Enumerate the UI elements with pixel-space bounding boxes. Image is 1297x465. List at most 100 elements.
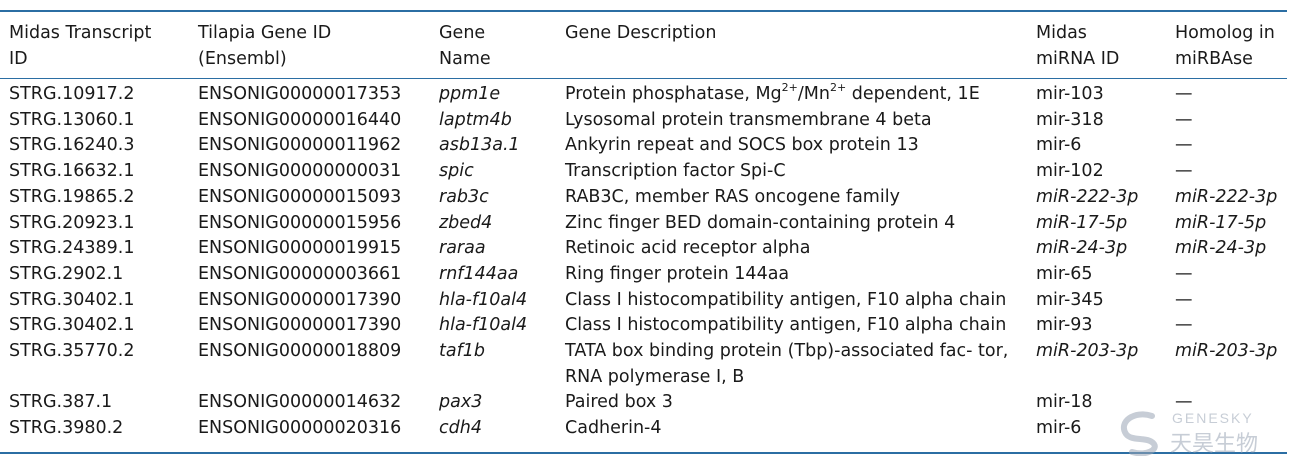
mirna-id-cell: mir-6 <box>1036 135 1082 156</box>
transcript-id-cell: STRG.16632.1 <box>9 161 135 182</box>
gene-id-cell: ENSONIG00000000031 <box>198 161 402 182</box>
mirna-id-cell: mir-18 <box>1036 392 1093 413</box>
gene-id-cell: ENSONIG00000014632 <box>198 392 402 413</box>
gene-name-cell: rnf144aa <box>439 263 519 284</box>
column-header-line: Gene <box>439 23 486 43</box>
column-header-line: miRNA ID <box>1036 49 1120 69</box>
gene-name-cell: pax3 <box>439 392 483 413</box>
table-row: STRG.35770.2 ENSONIG00000018809 taf1b TATA … <box>9 339 1284 390</box>
gene-description-cell: Protein phosphatase, Mg2+/Mn2+ dependent… <box>565 81 980 104</box>
column-header: Homolog in miRBAse <box>1175 16 1284 74</box>
homolog-cell: — <box>1175 315 1193 336</box>
column-header-line: Tilapia Gene ID <box>198 23 332 43</box>
transcript-id-cell: STRG.30402.1 <box>9 289 135 310</box>
transcript-id-cell: STRG.19865.2 <box>9 186 135 207</box>
homolog-cell: — <box>1175 392 1193 413</box>
homolog-cell: miR-222-3p <box>1175 186 1278 207</box>
watermark-latin: GENESKY <box>1172 410 1254 426</box>
homolog-cell: — <box>1175 161 1193 182</box>
transcript-id-cell: STRG.387.1 <box>9 392 113 413</box>
genesky-logo-icon <box>1121 411 1158 457</box>
gene-id-cell: ENSONIG00000020316 <box>198 418 402 439</box>
mirna-id-cell: miR-222-3p <box>1036 186 1139 207</box>
gene-name-cell: ppm1e <box>439 84 501 104</box>
gene-description-cell: Lysosomal protein transmembrane 4 beta <box>565 109 932 130</box>
gene-description-cell: Cadherin-4 <box>565 418 662 439</box>
gene-name-cell: zbed4 <box>439 212 493 233</box>
column-header-line: ID <box>9 49 28 69</box>
column-header-line: Midas Transcript <box>9 23 152 43</box>
homolog-cell: miR-17-5p <box>1175 212 1267 233</box>
gene-name-cell: laptm4b <box>439 109 512 130</box>
column-header-line: (Ensembl) <box>198 49 287 69</box>
gene-name-cell: hla-f10al4 <box>439 315 528 336</box>
mirna-id-cell: mir-65 <box>1036 263 1093 284</box>
transcript-id-cell: STRG.3980.2 <box>9 418 124 439</box>
gene-description-cell: TATA box binding protein (Tbp)-associate… <box>565 341 1009 387</box>
watermark-chinese: 天昊生物 <box>1170 432 1259 457</box>
transcript-id-cell: STRG.35770.2 <box>9 341 135 362</box>
gene-name-cell: rab3c <box>439 186 489 207</box>
table-row: STRG.19865.2 ENSONIG00000015093 rab3c RAB3C… <box>9 185 1284 211</box>
mirna-id-cell: miR-17-5p <box>1036 212 1128 233</box>
column-header-line: Homolog in <box>1175 23 1275 43</box>
gene-description-cell: Retinoic acid receptor alpha <box>565 238 811 259</box>
column-header: Gene Description <box>565 16 1036 74</box>
column-header-line: Name <box>439 49 491 69</box>
homolog-cell: miR-24-3p <box>1175 238 1267 259</box>
gene-id-cell: ENSONIG00000019915 <box>198 238 402 259</box>
transcript-id-cell: STRG.30402.1 <box>9 315 135 336</box>
column-header-line: Midas <box>1036 23 1087 43</box>
table-header-rule <box>0 78 1287 79</box>
gene-description-cell: Ring finger protein 144aa <box>565 263 790 284</box>
gene-id-cell: ENSONIG00000017390 <box>198 289 402 310</box>
gene-description-cell: RAB3C, member RAS oncogene family <box>565 186 900 207</box>
gene-id-cell: ENSONIG00000011962 <box>198 135 402 156</box>
transcript-id-cell: STRG.2902.1 <box>9 263 124 284</box>
table-row: STRG.16632.1 ENSONIG00000000031 spic Transc… <box>9 159 1284 185</box>
column-header: Midas miRNA ID <box>1036 16 1175 74</box>
column-header-line: miRBAse <box>1175 49 1253 69</box>
table-top-rule <box>0 10 1287 12</box>
gene-id-cell: ENSONIG00000017353 <box>198 84 402 104</box>
gene-description-cell: Class I histocompatibility antigen, F10 … <box>565 315 1007 336</box>
gene-id-cell: ENSONIG00000015093 <box>198 186 402 207</box>
table-bottom-rule <box>0 452 1287 454</box>
gene-name-cell: spic <box>439 161 474 182</box>
mirna-id-cell: miR-203-3p <box>1036 341 1139 362</box>
homolog-cell: — <box>1175 289 1193 310</box>
genesky-watermark: GENESKY 天昊生物 <box>1112 408 1287 457</box>
gene-id-cell: ENSONIG00000015956 <box>198 212 402 233</box>
mirna-id-cell: mir-345 <box>1036 289 1104 310</box>
gene-id-cell: ENSONIG00000016440 <box>198 109 402 130</box>
gene-id-cell: ENSONIG00000018809 <box>198 341 402 362</box>
gene-name-cell: taf1b <box>439 341 485 362</box>
gene-name-cell: asb13a.1 <box>439 135 520 156</box>
homolog-cell: miR-203-3p <box>1175 341 1278 362</box>
column-header: Tilapia Gene ID (Ensembl) <box>198 16 439 74</box>
gene-description-cell: Transcription factor Spi-C <box>565 161 786 182</box>
mirna-id-cell: mir-103 <box>1036 84 1104 104</box>
gene-id-cell: ENSONIG00000003661 <box>198 263 402 284</box>
mirna-id-cell: mir-102 <box>1036 161 1104 182</box>
transcript-id-cell: STRG.16240.3 <box>9 135 135 156</box>
gene-description-cell: Zinc finger BED domain-containing protei… <box>565 212 956 233</box>
transcript-id-cell: STRG.24389.1 <box>9 238 135 259</box>
gene-description-cell: Class I histocompatibility antigen, F10 … <box>565 289 1007 310</box>
homolog-cell: — <box>1175 135 1193 156</box>
